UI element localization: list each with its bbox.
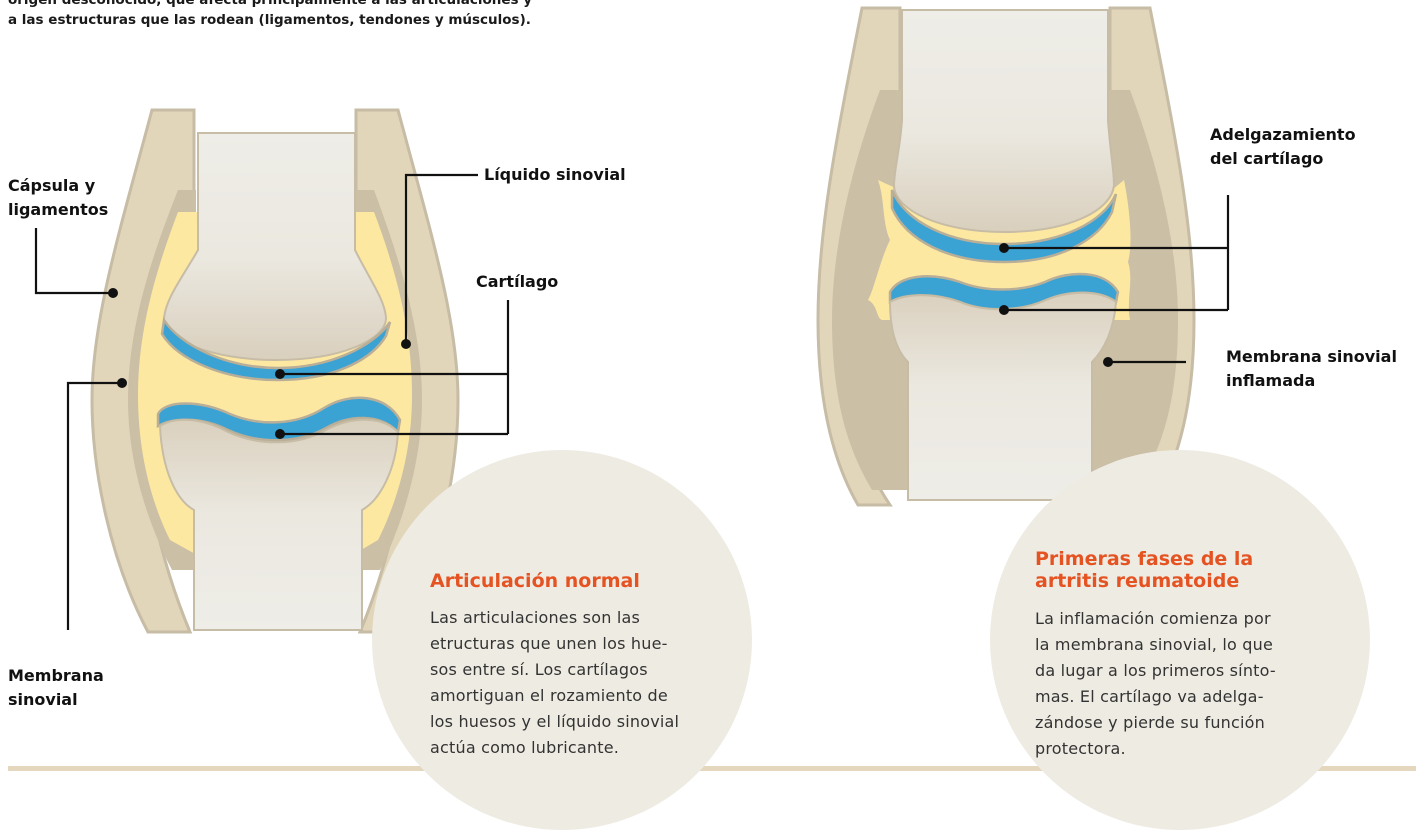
ra-joint (816, 6, 1230, 507)
text-line: Las articulaciones son las (430, 608, 641, 627)
label-line: ligamentos (8, 200, 109, 219)
label-membrana-sinovial: Membrana sinovial (8, 664, 104, 712)
text-line: amortiguan el rozamiento de (430, 686, 668, 705)
label-capsula: Cápsula y ligamentos (8, 174, 108, 222)
title-line: Articulación normal (430, 570, 640, 592)
normal-info-circle (372, 450, 752, 830)
title-line: Primeras fases de la (1035, 548, 1254, 570)
normal-description: Las articulaciones son las etructuras qu… (430, 605, 679, 761)
bottom-rule (8, 766, 1416, 771)
intro-text: origen desconocido, que afecta principal… (8, 0, 668, 30)
text-line: zándose y pierde su función (1035, 713, 1265, 732)
lower-bone (158, 418, 400, 631)
normal-title: Articulación normal (430, 570, 640, 592)
label-line: sinovial (8, 690, 78, 709)
label-cartilago: Cartílago (476, 270, 558, 294)
ra-title: Primeras fases de la artritis reumatoide (1035, 548, 1253, 592)
leader-membrana (66, 381, 122, 630)
ra-upper-cartilage (890, 189, 1118, 264)
text-line: mas. El cartílago va adelga- (1035, 687, 1264, 706)
text-line: la membrana sinovial, lo que (1035, 635, 1274, 654)
label-line: Membrana sinovial (1226, 347, 1397, 366)
label-line: del cartílago (1210, 149, 1324, 168)
text-line: actúa como lubricante. (430, 738, 620, 757)
label-liquido-sinovial: Líquido sinovial (484, 163, 626, 187)
label-line: inflamada (1226, 371, 1316, 390)
label-line: Cápsula y (8, 176, 96, 195)
ra-lower-bone (888, 291, 1118, 501)
text-line: La inflamación comienza por (1035, 609, 1271, 628)
label-adelgazamiento: Adelgazamiento del cartílago (1210, 123, 1356, 171)
ra-info-circle (990, 450, 1370, 830)
ra-description: La inflamación comienza por la membrana … (1035, 606, 1276, 762)
label-membrana-inflamada: Membrana sinovial inflamada (1226, 345, 1397, 393)
text-line: sos entre sí. Los cartílagos (430, 660, 648, 679)
text-line: los huesos y el líquido sinovial (430, 712, 680, 731)
normal-joint (34, 108, 510, 634)
title-line: artritis reumatoide (1035, 570, 1240, 592)
upper-bone (162, 132, 388, 362)
text-line: etructuras que unen los hue- (430, 634, 668, 653)
text-line: da lugar a los primeros sínto- (1035, 661, 1276, 680)
intro-line: a las estructuras que las rodean (ligame… (8, 12, 531, 28)
ra-upper-bone (892, 9, 1116, 234)
leader-capsula (34, 228, 112, 295)
label-line: Adelgazamiento (1210, 125, 1356, 144)
label-line: Cartílago (476, 272, 559, 291)
upper-cartilage (160, 316, 392, 382)
text-line: protectora. (1035, 739, 1126, 758)
label-line: Líquido sinovial (484, 165, 626, 184)
label-line: Membrana (8, 666, 104, 685)
leader-liquido (404, 173, 478, 343)
intro-line: origen desconocido, que afecta principal… (8, 0, 533, 8)
lower-cartilage (156, 396, 402, 442)
